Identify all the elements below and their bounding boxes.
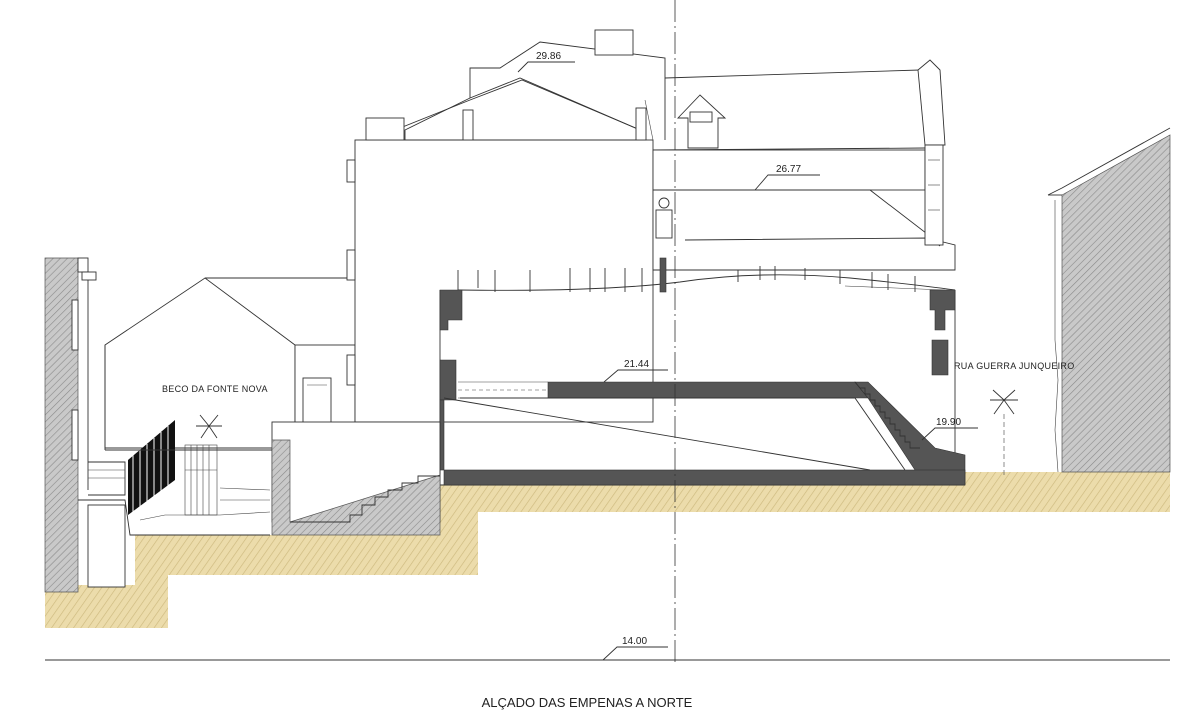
elevation-street-label: 19.90: [936, 417, 961, 428]
elevation-ridge-label: 29.86: [536, 51, 561, 62]
tall-block: [346, 29, 666, 423]
street-level-symbol-right: [990, 389, 1018, 476]
elevation-eave-label: 26.77: [776, 164, 801, 175]
left-party-wall: [44, 257, 97, 593]
elevation-datum-label: 14.00: [622, 636, 647, 647]
ground-soil: [45, 472, 1170, 628]
street-label-beco: BECO DA FONTE NOVA: [162, 384, 268, 394]
entrance-stairs: [78, 420, 441, 588]
stair-railing: [128, 420, 175, 515]
elevation-marker-datum: 14.00: [602, 636, 668, 661]
main-building-section: [439, 257, 966, 486]
right-background-building: [652, 59, 956, 271]
drawing-title: ALÇADO DAS EMPENAS A NORTE: [482, 695, 693, 710]
elevation-floor-label: 21.44: [624, 359, 649, 370]
iron-gate: [184, 444, 218, 516]
street-label-rua: RUA GUERRA JUNQUEIRO: [954, 361, 1075, 371]
right-neighbor-building: [1047, 127, 1171, 473]
street-level-symbol-left: [196, 414, 222, 439]
elevation-marker-ridge: 29.86: [517, 51, 575, 73]
elevation-marker-street: 19.90: [921, 417, 978, 441]
elevation-marker-eave: 26.77: [754, 164, 820, 191]
elevation-marker-floor: 21.44: [603, 359, 668, 383]
